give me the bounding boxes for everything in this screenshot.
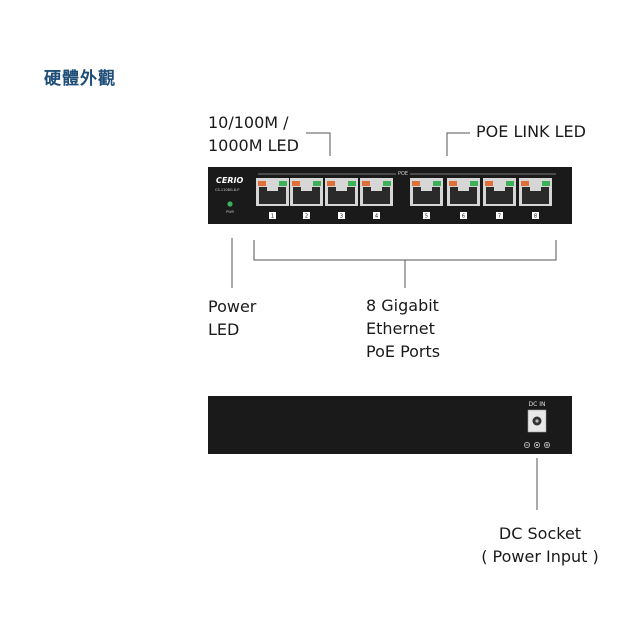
port-number-box [496, 212, 503, 219]
power-led-line2: LED [208, 320, 240, 339]
port-latch [371, 187, 382, 191]
ports-callout: 8 Gigabit Ethernet PoE Ports [366, 294, 440, 363]
speed-led [449, 181, 457, 186]
link-led [470, 181, 478, 186]
port-number: 8 [534, 214, 537, 220]
port-socket [363, 187, 390, 204]
port-number: 5 [425, 214, 428, 220]
link-led [279, 181, 287, 186]
port-number: 1 [271, 214, 274, 220]
link-led [383, 181, 391, 186]
port-socket [293, 187, 320, 204]
power-led [227, 201, 233, 207]
port-number-box [338, 212, 345, 219]
port-number: 3 [340, 214, 343, 220]
brand-logo: CERIO [216, 176, 243, 185]
port-number-box [532, 212, 539, 219]
ethernet-port: 2 [290, 178, 323, 220]
power-led-label: PWR [226, 210, 235, 214]
port-number-box [423, 212, 430, 219]
poe-link-led-callout: POE LINK LED [476, 122, 586, 141]
speed-led-leader [306, 132, 331, 156]
model-label: CS-1108G-8-P [215, 188, 239, 192]
link-led [542, 181, 550, 186]
port-number: 7 [498, 214, 501, 220]
dc-in-label: DC IN [529, 401, 546, 408]
port-socket [522, 187, 549, 204]
port-socket [259, 187, 286, 204]
ports-bracket [253, 240, 557, 261]
link-led [348, 181, 356, 186]
port-number: 6 [462, 214, 465, 220]
power-led-callout: Power LED [208, 295, 256, 341]
speed-led [362, 181, 370, 186]
port-latch [530, 187, 541, 191]
port-latch [421, 187, 432, 191]
speed-led [292, 181, 300, 186]
speed-led [412, 181, 420, 186]
dc-socket-line1: DC Socket [498, 524, 582, 543]
ethernet-port: 5 [410, 178, 443, 220]
rear-panel [208, 396, 572, 454]
port-socket [413, 187, 440, 204]
speed-led [327, 181, 335, 186]
port-number: 2 [305, 214, 308, 220]
speed-led [485, 181, 493, 186]
ethernet-port: 6 [447, 178, 480, 220]
page-heading: 硬體外觀 [44, 69, 116, 89]
ethernet-ports: 1 2 3 4 5 6 7 8 [256, 178, 552, 220]
port-latch [494, 187, 505, 191]
port-number-box [269, 212, 276, 219]
port-latch [267, 187, 278, 191]
port-number-box [460, 212, 467, 219]
port-number-box [303, 212, 310, 219]
ethernet-port: 3 [325, 178, 358, 220]
polarity-symbols [524, 442, 550, 448]
ethernet-port: 4 [360, 178, 393, 220]
poe-strip-label: POE [398, 171, 408, 177]
port-number: 4 [375, 214, 378, 220]
speed-led-line1: 10/100M / [208, 113, 289, 132]
dc-socket-callout: DC Socket ( Power Input ) [478, 522, 602, 568]
ports-line3: PoE Ports [366, 342, 441, 361]
port-socket [328, 187, 355, 204]
port-latch [336, 187, 347, 191]
poe-link-leader [446, 132, 470, 156]
speed-led-line2: 1000M LED [208, 136, 299, 155]
ethernet-port: 8 [519, 178, 552, 220]
speed-led-callout: 10/100M / 1000M LED [208, 111, 299, 157]
power-led-line1: Power [208, 297, 257, 316]
ports-line1: 8 Gigabit [366, 296, 439, 315]
port-socket [486, 187, 513, 204]
link-led [506, 181, 514, 186]
ethernet-port: 7 [483, 178, 516, 220]
ethernet-port: 1 [256, 178, 289, 220]
port-latch [458, 187, 469, 191]
link-led [313, 181, 321, 186]
leader-lines [231, 132, 557, 510]
port-number-box [373, 212, 380, 219]
port-socket [450, 187, 477, 204]
link-led [433, 181, 441, 186]
speed-led [521, 181, 529, 186]
ports-line2: Ethernet [366, 319, 435, 338]
speed-led [258, 181, 266, 186]
port-latch [301, 187, 312, 191]
dc-socket-line2: ( Power Input ) [481, 547, 599, 566]
